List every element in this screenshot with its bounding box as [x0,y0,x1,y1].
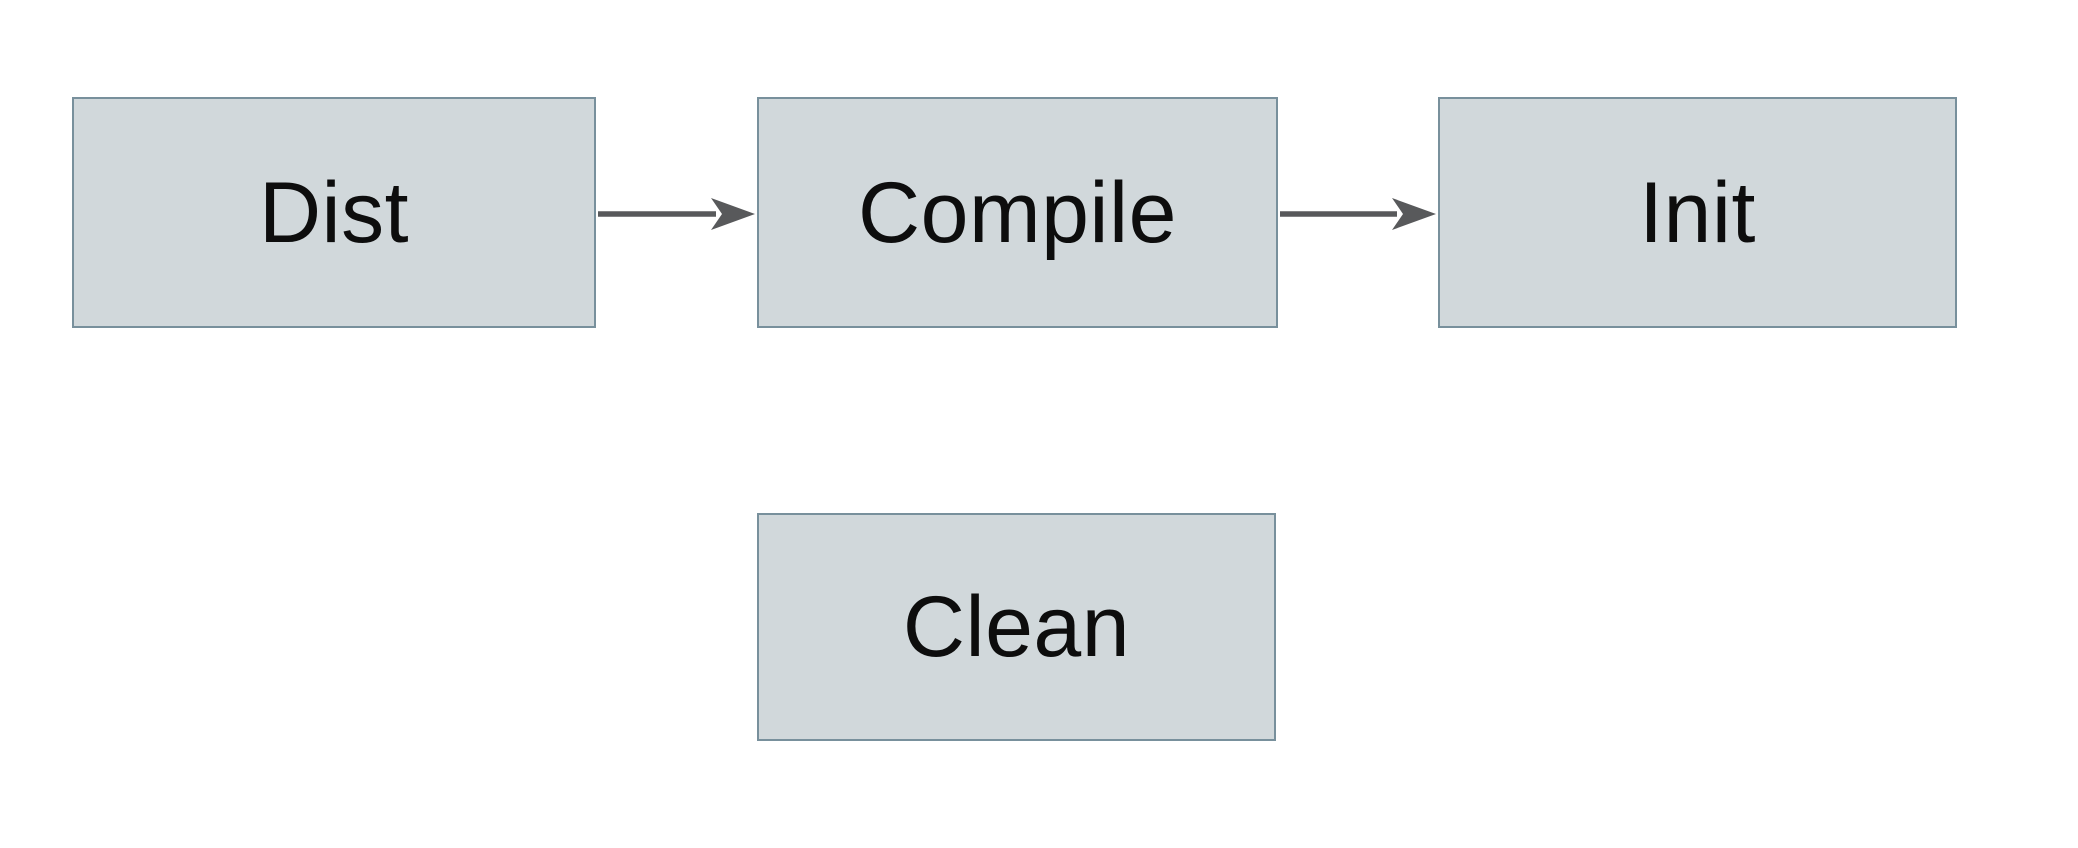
node-compile-label: Compile [858,164,1177,261]
arrow-dist-to-compile [598,198,755,230]
node-init-label: Init [1639,164,1756,261]
node-dist: Dist [72,97,596,328]
right-arrowhead-icon [711,198,755,230]
right-arrowhead-icon [1392,198,1436,230]
node-clean-label: Clean [902,579,1131,675]
node-compile: Compile [757,97,1278,328]
node-dist-label: Dist [258,164,410,261]
node-init: Init [1438,97,1957,328]
node-clean: Clean [757,513,1276,741]
arrow-compile-to-init [1280,198,1436,230]
